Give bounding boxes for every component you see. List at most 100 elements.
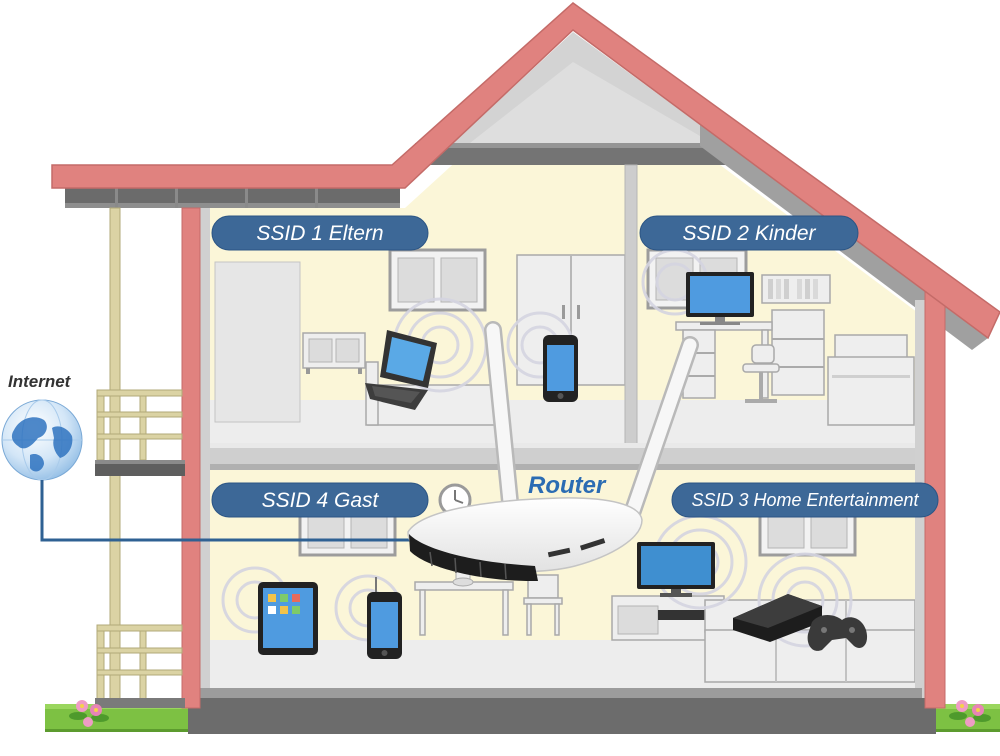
tablet-app [268,594,276,602]
book [797,279,802,299]
router-grill-line [479,561,482,578]
tv-screen [641,546,711,585]
ssid-label: SSID 2 Kinder [682,222,816,245]
tablet-app [268,606,276,614]
router-port [547,547,571,558]
phone-home-button [381,650,388,656]
shelf-unit [771,309,825,396]
book [776,279,781,299]
window-pane [440,257,478,303]
leaf [69,712,87,720]
desk-drawer-line [683,375,715,377]
chest-drawer [335,338,360,363]
leaf [91,714,109,722]
router-grill-line [504,563,507,580]
railing-post [96,624,105,701]
leaf [949,712,967,720]
phone-screen [371,602,398,648]
chest-of-drawers [302,332,366,374]
attic-floor-beam-top [415,143,750,148]
ssid-pill-2: SSID 2 Kinder [639,215,859,251]
desktop-monitor-icon [686,272,754,325]
inner-wall-left [200,208,210,700]
attic [415,32,755,165]
tablet-icon [258,582,318,655]
tablet-app [292,594,300,602]
chair-back [751,344,775,364]
gamepad-icon [807,615,868,651]
blossom-center [976,708,980,712]
chair-post [759,372,763,400]
ssid-label: SSID 1 Eltern [256,222,383,245]
outer-wall-left [181,207,201,709]
book [813,279,818,299]
internet-connection-line [40,480,412,542]
eave-rafter [115,188,118,208]
blossom [83,717,93,727]
stand-shelf [617,605,659,635]
book [784,279,789,299]
chest-drawer [308,338,333,363]
railing-post [139,624,147,701]
chair-base [745,399,777,403]
router-grill-line [429,551,433,567]
railing-post [139,389,147,461]
ssid-label: SSID 4 Gast [262,489,380,512]
router-port [579,538,606,551]
laptop-screen [386,337,431,381]
router-antenna-left [486,323,519,529]
phone-screen [547,345,574,391]
phone-home-button [557,393,564,399]
eave-rafter [175,188,178,208]
ssid-pill-background [211,482,429,518]
laptop-icon [365,330,437,410]
sofa-cushion-line [845,600,847,682]
bed-headboard [834,334,908,360]
shelf-board [772,366,824,368]
bed [827,334,915,426]
ssid-label: SSID 3 Home Entertainment [691,490,919,510]
laptop-keyboard [372,386,420,403]
blossom [965,717,975,727]
tablet-app [280,606,288,614]
window-pane [350,511,388,549]
room-kids [646,248,915,426]
desk-drawer-line [683,352,715,354]
shelf-body [771,309,825,396]
router-label: Router [528,472,607,499]
door-panel [214,261,301,423]
router-stand-base [452,577,474,587]
blossom-center [960,704,964,708]
railing-bar [96,411,183,418]
table-leg [419,589,426,636]
window-pane [767,511,805,549]
house-roof [51,2,1000,340]
router-antenna-right [621,338,697,532]
railing-bar [96,669,183,676]
router-grill-line [454,557,457,574]
ssid-pill-background [639,215,859,251]
upper-floor-wall [200,55,925,445]
room-divider-wall [624,164,638,446]
book [768,279,773,299]
globe-continent [30,454,44,472]
bookshelf [761,274,831,304]
dvd-player [658,610,720,620]
window-pane [307,511,345,549]
ssid-pill-background [671,482,939,518]
railing-bar [96,433,183,440]
blossom-center [94,708,98,712]
wardrobe-handle [562,305,565,319]
gamepad-stick [821,627,827,633]
railing-bar [96,389,183,397]
slab-top [210,443,918,448]
smartphone-icon [543,335,578,402]
smartphone-icon [367,577,402,659]
bookshelf-board [761,274,831,304]
slab-bottom [210,464,918,470]
ground-floor-base [200,688,922,700]
blossom-center [80,704,84,708]
attic-floor-beam [415,143,750,165]
ssid-pill-1: SSID 1 Eltern [211,215,429,251]
ripple [757,552,853,648]
